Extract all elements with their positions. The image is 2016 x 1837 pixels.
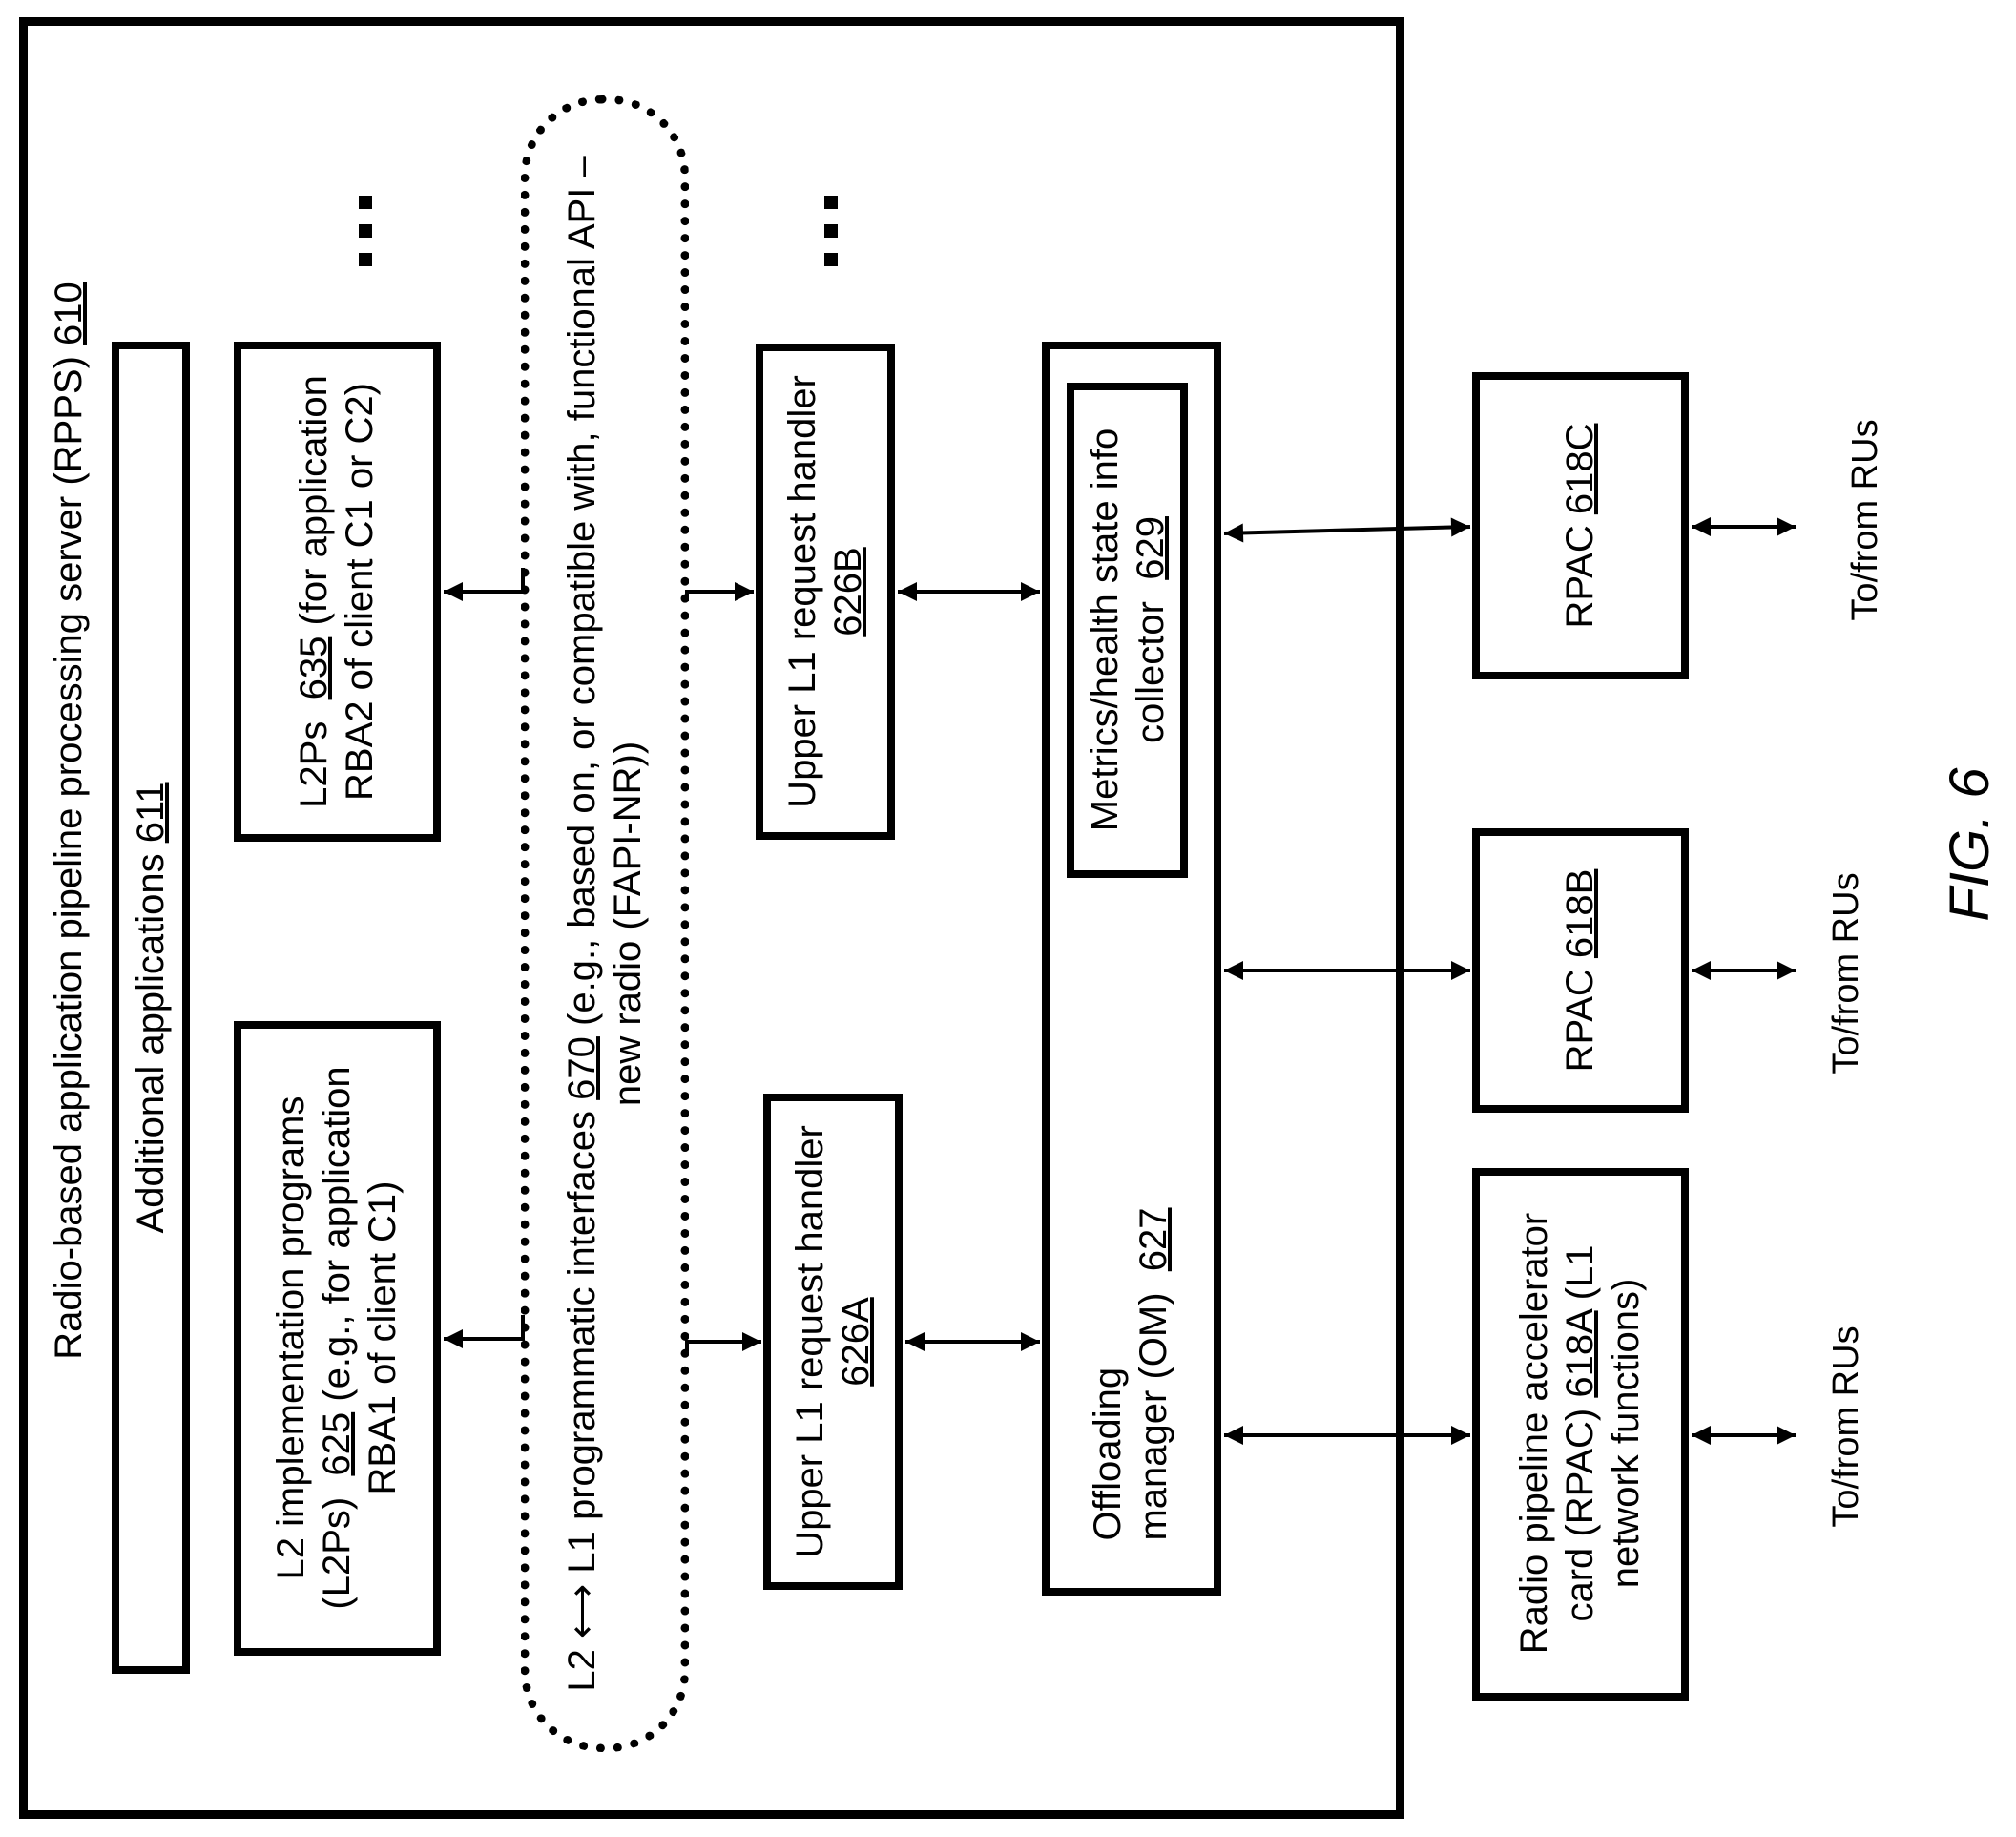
arrow-interfaces-to-handler-b	[687, 592, 754, 601]
arrow-interfaces-to-handler-a	[687, 1342, 761, 1351]
arrow-interfaces-to-l2ps-625	[444, 1315, 523, 1339]
arrow-interfaces-to-l2ps-635	[444, 568, 523, 592]
arrow-om-rpac-c	[1224, 527, 1470, 533]
